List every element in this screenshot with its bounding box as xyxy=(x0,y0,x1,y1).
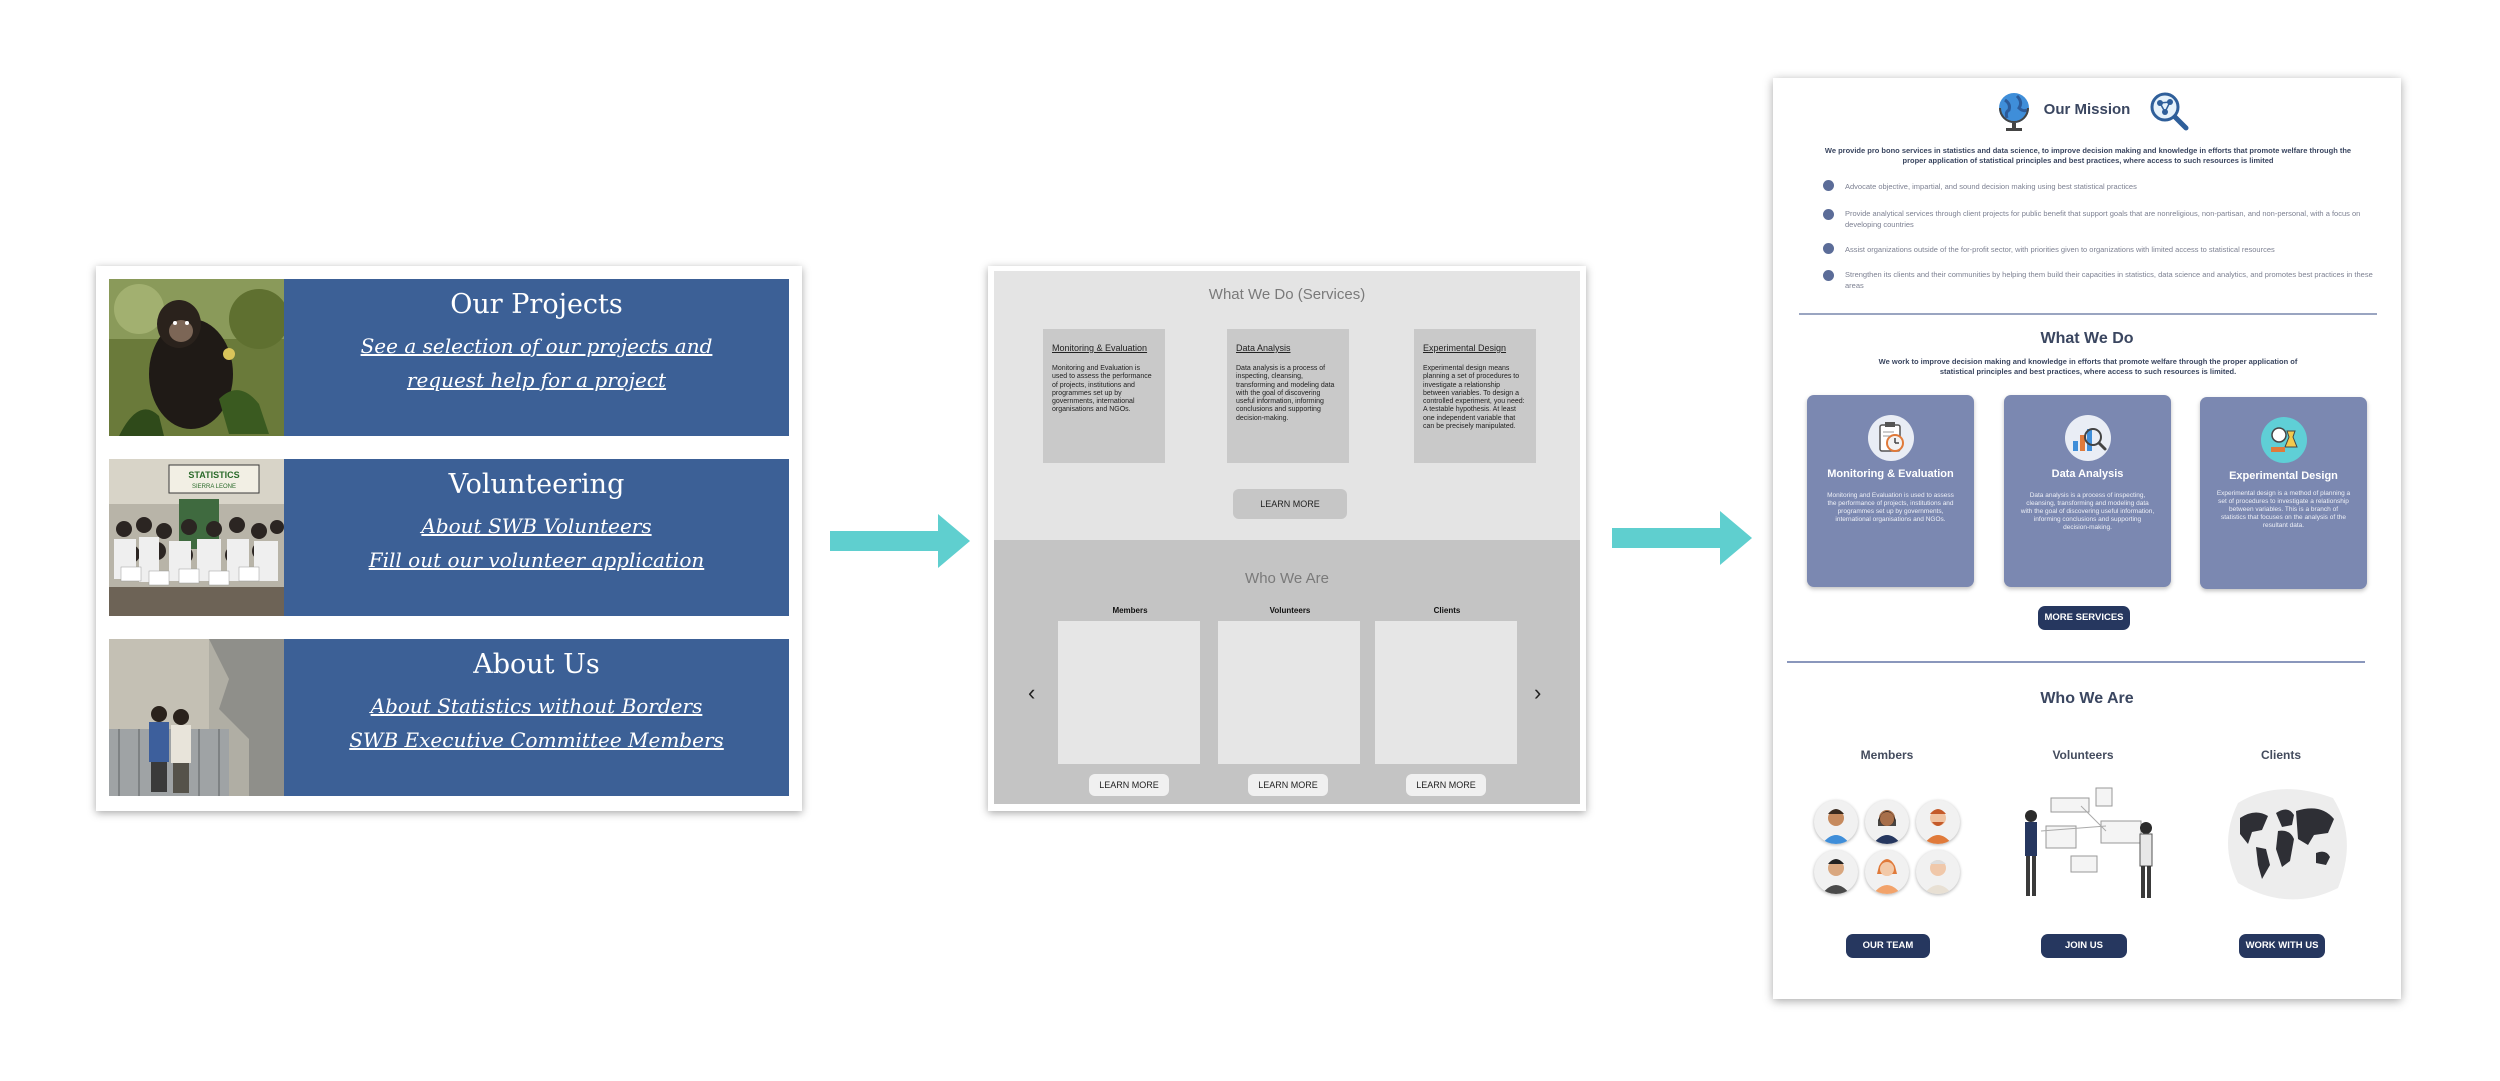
mission-title: Our Mission xyxy=(2043,101,2131,118)
card-title: Monitoring & Evaluation xyxy=(1827,468,1954,480)
globe-icon xyxy=(1999,93,2029,131)
section-volunteering: STATISTICS SIERRA LEONE Volunteering Abo… xyxy=(109,459,789,616)
learn-more-button[interactable]: LEARN MORE xyxy=(1406,774,1486,796)
mission-bullet: Advocate objective, impartial, and sound… xyxy=(1845,182,2137,191)
wireframe-panel: What We Do (Services) Monitoring & Evalu… xyxy=(988,266,1586,811)
mission-bullet: Strengthen its clients and their communi… xyxy=(1845,270,2373,290)
section-about-us: About Us About Statistics without Border… xyxy=(109,639,789,796)
magnifier-chart-icon xyxy=(2064,415,2111,461)
section-heading: Who We Are xyxy=(1245,570,1329,587)
bullet-icon xyxy=(1823,180,1834,191)
service-card[interactable]: Experimental Design Experimental design … xyxy=(1414,329,1536,463)
clipboard-clock-icon xyxy=(1867,415,1914,461)
avatar xyxy=(1916,800,1960,844)
who-we-are-section: Who We Are Members Volunteers Clients ‹ … xyxy=(994,540,1580,804)
executive-committee-link[interactable]: SWB Executive Committee Members xyxy=(349,728,724,752)
card-body: Monitoring and Evaluation is used to ass… xyxy=(1052,365,1152,414)
avatar xyxy=(1814,850,1858,894)
about-swb-link[interactable]: About Statistics without Borders xyxy=(370,694,703,718)
card-title: Data Analysis xyxy=(2051,468,2124,480)
service-card-experimental-design[interactable]: Experimental Design Experimental design … xyxy=(2200,397,2367,589)
original-site-panel: Our Projects See a selection of our proj… xyxy=(96,266,802,811)
column-heading-volunteers: Volunteers xyxy=(2052,748,2114,762)
chevron-right-icon[interactable]: › xyxy=(1534,680,1542,705)
work-with-us-button[interactable]: WORK WITH US xyxy=(2239,934,2325,958)
column-heading-clients: Clients xyxy=(2260,748,2301,762)
group-photo: STATISTICS SIERRA LEONE xyxy=(109,459,284,616)
svg-text:STATISTICS: STATISTICS xyxy=(188,470,239,480)
avatar xyxy=(1865,800,1909,844)
volunteer-application-link[interactable]: Fill out our volunteer application xyxy=(368,548,705,572)
projects-link-2[interactable]: request help for a project xyxy=(406,368,667,392)
bullet-icon xyxy=(1823,270,1834,281)
service-card[interactable]: Data Analysis Data analysis is a process… xyxy=(1227,329,1349,463)
learn-more-button[interactable]: LEARN MORE xyxy=(1248,774,1328,796)
image-placeholder xyxy=(1218,621,1360,764)
column-heading-members: Members xyxy=(1112,606,1148,615)
more-services-button[interactable]: MORE SERVICES xyxy=(2038,606,2130,630)
image-placeholder xyxy=(1058,621,1200,764)
service-card-monitoring[interactable]: Monitoring & Evaluation Monitoring and E… xyxy=(1807,395,1974,587)
section-heading: What We Do (Services) xyxy=(1208,286,1366,303)
services-section: What We Do (Services) Monitoring & Evalu… xyxy=(994,271,1580,540)
card-body: Data analysis is a process of inspecting… xyxy=(1236,365,1335,422)
bullet-icon xyxy=(1823,243,1834,254)
learn-more-button[interactable]: LEARN MORE xyxy=(1089,774,1169,796)
join-us-button[interactable]: JOIN US xyxy=(2041,934,2127,958)
card-title: Monitoring & Evaluation xyxy=(1052,343,1148,353)
street-photo xyxy=(109,639,284,796)
avatar xyxy=(1865,850,1909,894)
magnifier-network-icon xyxy=(2150,92,2189,131)
our-projects-box: Our Projects See a selection of our proj… xyxy=(284,279,789,436)
card-title: Experimental Design xyxy=(1423,343,1507,353)
section-title: About Us xyxy=(473,649,600,680)
card-title: Data Analysis xyxy=(1236,343,1291,353)
section-title: Volunteering xyxy=(448,469,625,500)
card-body: Experimental design means planning a set… xyxy=(1423,365,1525,431)
redesign-panel: Our Mission We provide pro bono services… xyxy=(1773,78,2401,999)
volunteering-box: Volunteering About SWB Volunteers Fill o… xyxy=(284,459,789,616)
mission-intro: We provide pro bono services in statisti… xyxy=(1824,146,2352,165)
column-heading-members: Members xyxy=(1860,748,1914,762)
card-body: Data analysis is a process of inspecting… xyxy=(2020,492,2155,531)
our-team-button[interactable]: OUR TEAM xyxy=(1846,934,1930,958)
avatar xyxy=(1916,850,1960,894)
column-heading-volunteers: Volunteers xyxy=(1269,606,1311,615)
service-card[interactable]: Monitoring & Evaluation Monitoring and E… xyxy=(1043,329,1165,463)
service-card-data-analysis[interactable]: Data Analysis Data analysis is a process… xyxy=(2004,395,2171,587)
section-our-projects: Our Projects See a selection of our proj… xyxy=(109,279,789,436)
column-heading-clients: Clients xyxy=(1433,606,1461,615)
section-title: Our Projects xyxy=(450,289,623,320)
experiment-icon xyxy=(2260,417,2307,463)
image-placeholder xyxy=(1375,621,1517,764)
learn-more-button[interactable]: LEARN MORE xyxy=(1233,489,1347,519)
about-us-box: About Us About Statistics without Border… xyxy=(284,639,789,796)
divider xyxy=(1787,661,2365,663)
card-body: Experimental design is a method of plann… xyxy=(2216,490,2351,529)
chevron-left-icon[interactable]: ‹ xyxy=(1028,680,1036,705)
arrow-right-icon xyxy=(1612,511,1752,565)
svg-text:SIERRA LEONE: SIERRA LEONE xyxy=(192,484,236,490)
who-we-are-title: Who We Are xyxy=(2040,690,2134,707)
world-map-illustration xyxy=(2228,789,2347,900)
mission-bullet: Provide analytical services through clie… xyxy=(1845,209,2361,229)
volunteers-illustration xyxy=(2025,787,2153,898)
arrow-right-icon xyxy=(830,514,970,568)
divider xyxy=(1799,313,2377,315)
bullet-icon xyxy=(1823,209,1834,220)
card-title: Experimental Design xyxy=(2229,470,2338,482)
mission-bullet: Assist organizations outside of the for-… xyxy=(1845,245,2275,254)
avatar xyxy=(1814,800,1858,844)
what-we-do-title: What We Do xyxy=(2040,330,2134,347)
chimpanzee-photo xyxy=(109,279,284,436)
what-we-do-subtitle: We work to improve decision making and k… xyxy=(1878,357,2298,376)
volunteers-link[interactable]: About SWB Volunteers xyxy=(421,514,652,538)
card-body: Monitoring and Evaluation is used to ass… xyxy=(1827,492,1954,523)
projects-link-1[interactable]: See a selection of our projects and xyxy=(360,334,713,358)
